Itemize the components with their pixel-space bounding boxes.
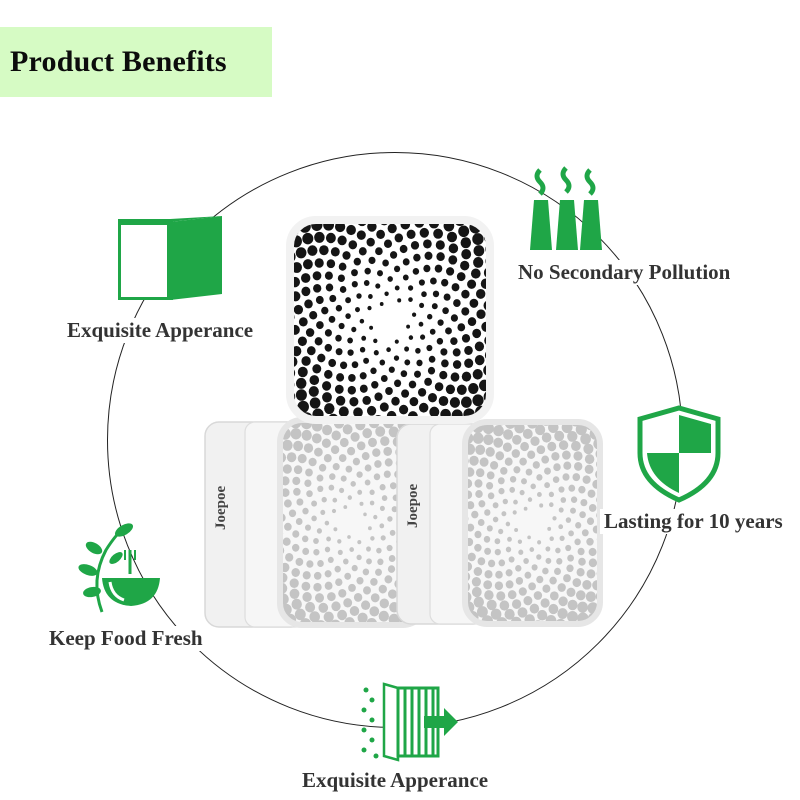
product-brand-left: Joepoe xyxy=(213,486,229,531)
filter-arrow-icon xyxy=(361,682,458,762)
product-image: Joepoe Joepoe xyxy=(204,216,603,628)
benefit-label-appearance-bottom: Exquisite Apperance xyxy=(298,768,493,793)
shield-icon xyxy=(637,405,721,503)
product-brand-right: Joepoe xyxy=(405,484,421,529)
cube-icon xyxy=(118,216,222,300)
page-title: Product Benefits xyxy=(10,45,227,78)
title-banner: Product Benefits xyxy=(0,27,272,97)
product-unit-right: Joepoe xyxy=(396,419,603,627)
product-unit-top xyxy=(286,216,494,424)
food-bowl-leaf-icon xyxy=(78,523,160,613)
benefit-label-food-fresh: Keep Food Fresh xyxy=(45,626,207,651)
benefit-label-lasting: Lasting for 10 years xyxy=(600,509,787,534)
factory-chimneys-icon xyxy=(530,166,602,250)
benefit-label-no-pollution: No Secondary Pollution xyxy=(514,260,735,285)
benefit-label-appearance: Exquisite Apperance xyxy=(63,318,258,343)
